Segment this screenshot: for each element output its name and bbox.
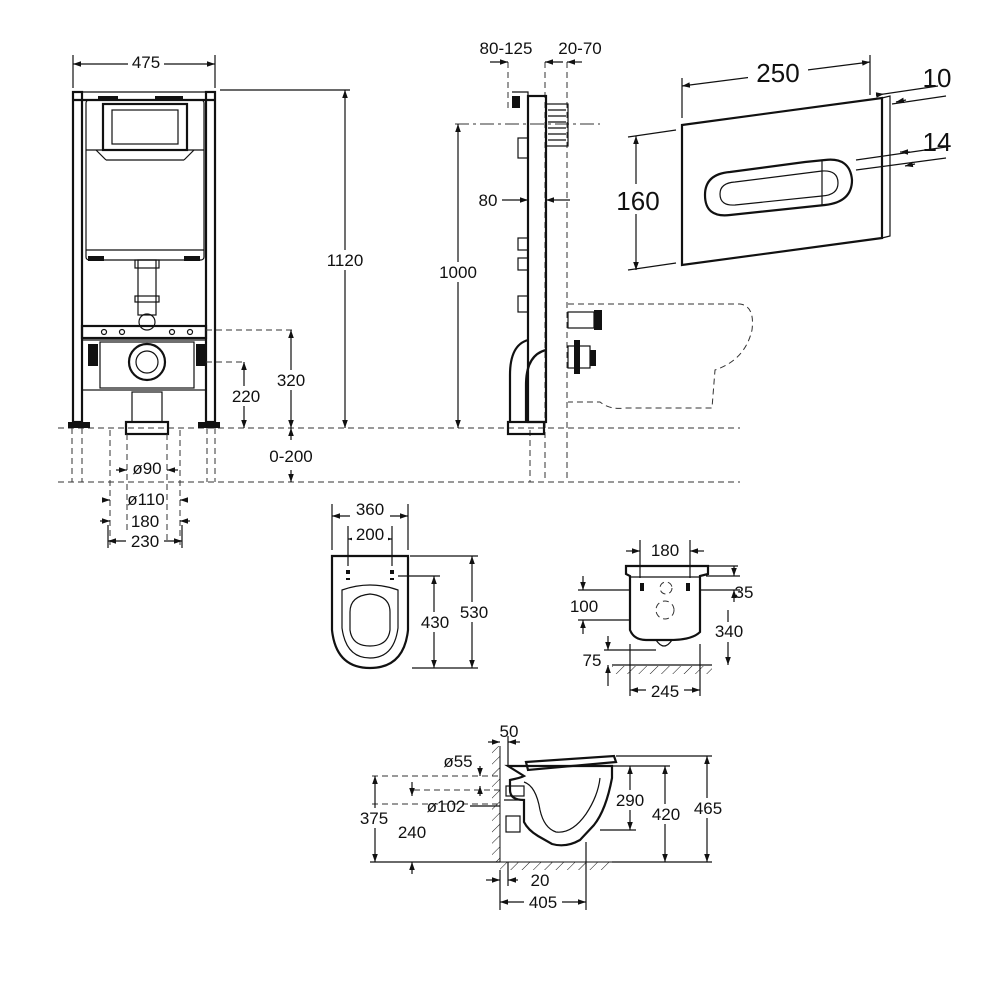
dim-360: 360	[356, 500, 384, 519]
dim-35: 35	[735, 583, 754, 602]
dim-465: 465	[694, 799, 722, 818]
front-view-frame: 475 1120 320 220 0-200 ø90 ø110 180	[58, 52, 740, 551]
dim-320: 320	[277, 371, 305, 390]
dim-430: 430	[421, 613, 449, 632]
dim-245: 245	[651, 682, 679, 701]
flush-plate: 250 10 14 160	[612, 55, 952, 271]
dim-0-200: 0-200	[269, 447, 312, 466]
dim-dia-102: ø102	[427, 797, 466, 816]
dim-20-70: 20-70	[558, 39, 601, 58]
dim-240: 240	[398, 823, 426, 842]
dim-dia-90: ø90	[132, 459, 161, 478]
dim-160: 160	[616, 186, 659, 216]
dim-290: 290	[616, 791, 644, 810]
dim-dia-110: ø110	[127, 490, 165, 509]
dim-20: 20	[531, 871, 550, 890]
dim-475: 475	[132, 53, 160, 72]
dim-530: 530	[460, 603, 488, 622]
dim-1120: 1120	[327, 251, 364, 270]
dim-340: 340	[715, 622, 743, 641]
dim-180: 180	[131, 512, 159, 531]
dim-80-125: 80-125	[480, 39, 533, 58]
dim-100: 100	[570, 597, 598, 616]
dim-230: 230	[131, 532, 159, 551]
dim-1000: 1000	[439, 263, 477, 282]
dim-250: 250	[756, 58, 799, 88]
bowl-rear-view: 180 35 100 340 75 245	[570, 540, 754, 701]
dim-80: 80	[479, 191, 498, 210]
dim-200: 200	[356, 525, 384, 544]
bowl-top-view: 360 200 430 530	[330, 500, 494, 670]
dim-405: 405	[529, 893, 557, 912]
dim-14: 14	[923, 127, 952, 157]
dim-10: 10	[923, 63, 952, 93]
dim-75: 75	[583, 651, 602, 670]
bowl-side-view: 50 ø55 ø102 375 240 290 420 465 20	[356, 722, 728, 912]
side-view-frame: 80-125 20-70 80 1000	[435, 39, 753, 482]
dim-50: 50	[500, 722, 519, 741]
dim-220: 220	[232, 387, 260, 406]
dim-375: 375	[360, 809, 388, 828]
dim-dia-55: ø55	[443, 752, 472, 771]
dim-rear-180: 180	[651, 541, 679, 560]
dim-420: 420	[652, 805, 680, 824]
